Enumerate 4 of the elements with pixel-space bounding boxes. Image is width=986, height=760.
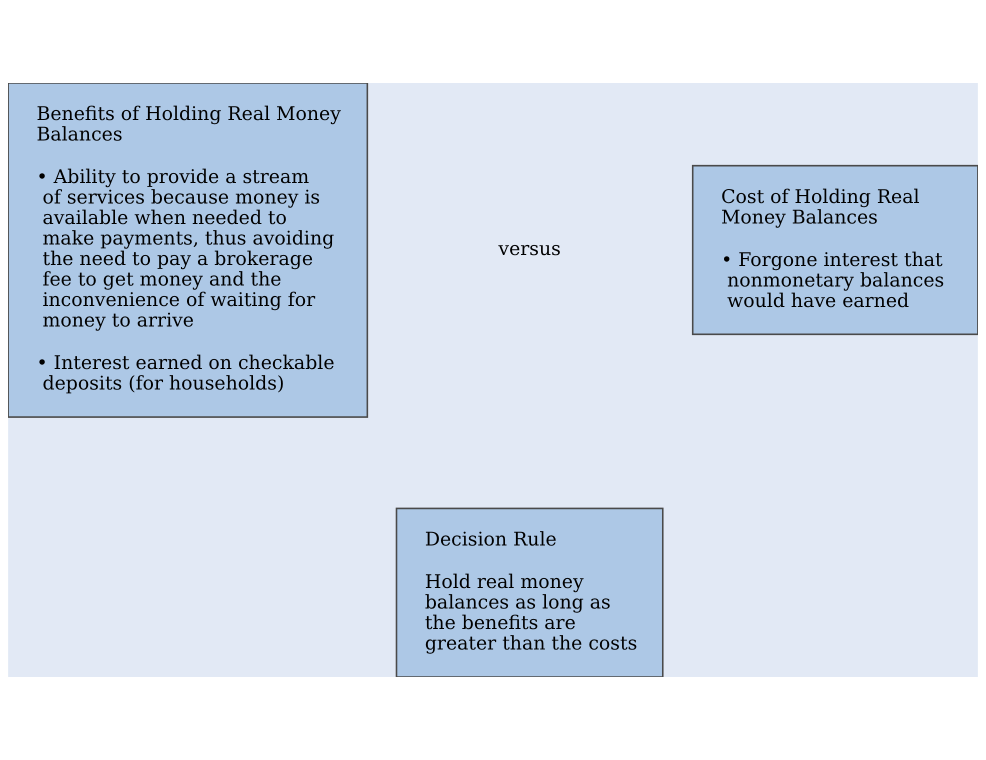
node-box: Decision Rule Hold real money balances as long as the benefits are greater than the costs xyxy=(396,508,664,677)
node-box: Benefits of Holding Real Money Balances • Ability to provide a stream of services because money is available when needed to make payments, thus avoiding the need to pay a brokerage fee to get money and the inconvenience of waiting for money to arrive • Interest earned on checkable deposits (for households) xyxy=(8,83,368,418)
label: versus xyxy=(498,238,561,260)
node-box: Cost of Holding Real Money Balances • Forgone interest that nonmonetary balances would have earned xyxy=(692,164,978,336)
